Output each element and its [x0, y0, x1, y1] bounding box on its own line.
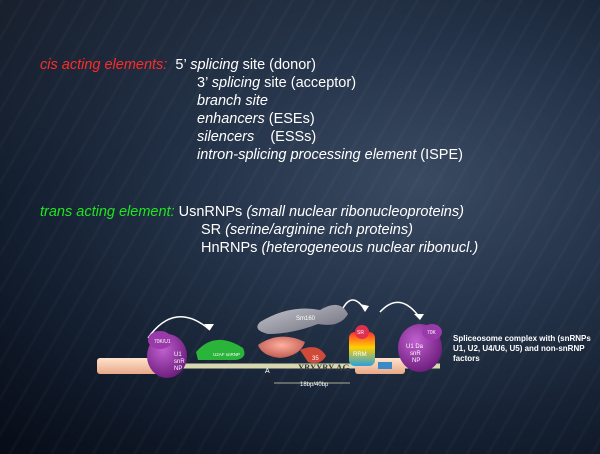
u1-right-label-2: snR — [410, 351, 421, 357]
curved-arrow-1 — [147, 316, 211, 339]
cis-item-text: 3’ — [197, 75, 212, 91]
cis-item-text: (ESEs) — [264, 111, 315, 127]
trans-acting-label: trans acting element: — [40, 204, 175, 220]
arrowhead-icon — [414, 314, 424, 320]
ag-acceptor-label: AG — [336, 363, 350, 373]
trans-item-italic: (small nuclear ribonucleoproteins) — [246, 204, 464, 220]
cis-acting-label: cis acting elements: — [40, 57, 168, 73]
branch-site-label: A — [265, 368, 270, 375]
exon-marker — [378, 362, 392, 369]
trans-line-3: HnRNPs (heterogeneous nuclear ribonucl.) — [201, 239, 478, 257]
cis-line-1: cis acting elements: 5’ splicing site (d… — [40, 56, 316, 74]
cis-item-text: site (acceptor) — [260, 75, 357, 91]
distance-label: 18bp/40bp — [300, 382, 329, 388]
cis-item-text: (ISPE) — [416, 147, 463, 163]
cis-line-2: 3’ splicing site (acceptor) — [197, 74, 356, 92]
u2af-label: U2AF snRNP — [213, 352, 240, 357]
cis-item-text: (ESSs) — [254, 129, 317, 145]
cis-line-5: silencers (ESSs) — [197, 128, 316, 146]
trans-item-text: UsnRNPs — [178, 204, 247, 220]
sr-head — [355, 325, 369, 339]
cis-item-text: site (donor) — [238, 57, 316, 73]
u1-left-label-2: snR — [174, 359, 185, 365]
arrowhead-icon — [204, 324, 214, 330]
trans-item-italic: (serine/arginine rich proteins) — [225, 222, 413, 238]
sr-protein-salmon — [258, 336, 305, 358]
cis-line-3: branch site — [197, 92, 268, 110]
pyrimidine-tract-label: YRYYRY — [298, 362, 334, 372]
trans-item-text: HnRNPs — [201, 240, 262, 256]
cis-line-6: intron-splicing processing element (ISPE… — [197, 146, 463, 164]
arrowhead-icon — [360, 304, 369, 312]
diagram-caption: Spliceosome complex with (snRNPs U1, U2,… — [453, 334, 591, 363]
cis-item-italic: enhancers — [197, 111, 265, 127]
u1-70k-right — [422, 324, 442, 340]
cis-line-4: enhancers (ESEs) — [197, 110, 315, 128]
k70-label: 70K — [427, 330, 437, 336]
protein-35-label: 35 — [312, 356, 319, 362]
cis-item-italic: splicing — [190, 57, 239, 73]
u1-right-label-3: NP — [412, 358, 420, 364]
trans-line-2: SR (serine/arginine rich proteins) — [201, 221, 413, 239]
trans-item-text: SR — [201, 222, 226, 238]
cis-item-text: 5’ — [175, 57, 191, 73]
sr-label: SR — [357, 330, 364, 336]
rrm-label: RRM — [353, 352, 367, 358]
rrm-protein — [349, 332, 375, 366]
sm160-label: Sm160 — [296, 316, 316, 322]
u1-right-label: U1 Da — [406, 344, 424, 350]
sm160-protein — [257, 304, 348, 334]
u1-70k-subunit — [148, 331, 172, 349]
cis-item-italic: branch site — [197, 93, 268, 109]
u2af-protein — [196, 339, 245, 360]
u1-70k-label: 70K/U1 — [154, 339, 171, 345]
u1-left-label: U1 — [174, 352, 182, 358]
u1-left-label-3: NP — [174, 366, 182, 372]
curved-arrow-3 — [379, 301, 421, 319]
cis-item-italic: intron-splicing processing element — [197, 147, 417, 163]
trans-item-italic: (heterogeneous nuclear ribonucl.) — [261, 240, 479, 256]
branch-point-icon — [266, 377, 270, 381]
trans-line-1: trans acting element: UsnRNPs (small nuc… — [40, 203, 464, 221]
cis-item-italic: splicing — [211, 75, 261, 91]
spliceosome-diagram: 70K/U1 U1 snR NP U2AF snRNP A 35 Sm160 S… — [97, 299, 442, 388]
cis-item-italic: silencers — [197, 129, 255, 145]
sr-protein-red — [300, 347, 326, 364]
